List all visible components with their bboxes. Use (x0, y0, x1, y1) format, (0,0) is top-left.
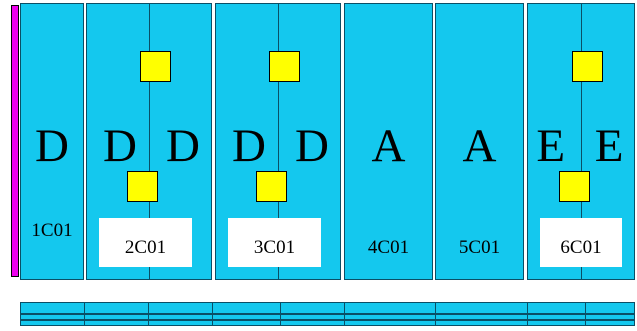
yellow-square-bottom (256, 171, 287, 202)
cabinet-label: 6C01 (560, 237, 602, 258)
cabinet-letter: D (35, 120, 69, 172)
rail-separator (344, 302, 345, 326)
cabinet-divider (581, 3, 582, 280)
cabinet-letter: D (166, 120, 200, 172)
rail-separator (84, 302, 85, 326)
cabinet-label-box (99, 218, 192, 267)
yellow-square-top (140, 51, 171, 82)
cabinet-label: 4C01 (367, 237, 410, 258)
side-bar (11, 5, 19, 277)
cabinet-label-box (540, 218, 622, 267)
rail-separator (435, 302, 436, 326)
cabinet-letter: D (103, 120, 137, 172)
cabinet-label: 3C01 (253, 237, 296, 258)
cabinet-1c01 (20, 3, 84, 280)
cabinet-letter: D (295, 120, 329, 172)
cabinet-letter: A (371, 120, 406, 172)
cabinet-divider (149, 3, 150, 280)
yellow-square-top (572, 51, 603, 82)
yellow-square-top (269, 51, 300, 82)
cabinet-5c01 (435, 3, 524, 280)
cabinet-letter: A (462, 120, 497, 172)
cabinet-letter: D (232, 120, 266, 172)
cabinet-label: 2C01 (124, 237, 167, 258)
rail-edge (20, 319, 635, 321)
rail-separator (585, 302, 586, 326)
rail-separator (212, 302, 213, 326)
yellow-square-bottom (559, 171, 590, 202)
cabinet-letter: E (536, 120, 566, 172)
rail-edge (20, 313, 635, 315)
cabinet-divider (278, 3, 279, 280)
cabinet-label: 1C01 (31, 220, 73, 241)
yellow-square-bottom (127, 171, 158, 202)
cabinet-label-box (228, 218, 321, 267)
cabinet-label: 5C01 (458, 237, 501, 258)
rail-separator (280, 302, 281, 326)
rail-separator (148, 302, 149, 326)
cabinet-4c01 (344, 3, 433, 280)
cabinet-letter: E (594, 120, 624, 172)
rail-separator (527, 302, 528, 326)
